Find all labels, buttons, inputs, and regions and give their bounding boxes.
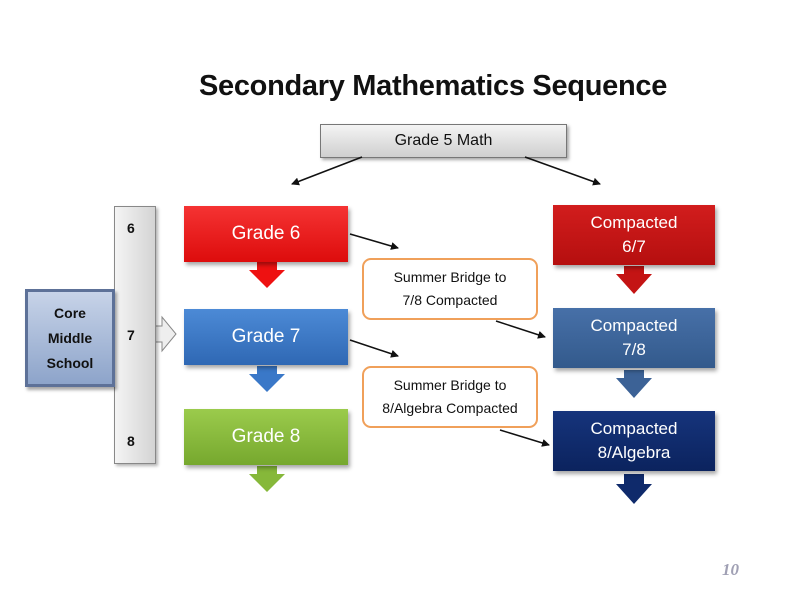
grade-8-label: Grade 8 (231, 426, 301, 447)
compacted-8-algebra-line-1: Compacted (590, 419, 678, 438)
compacted-6-7-line-1: Compacted (590, 213, 678, 232)
compacted-8-algebra-line-2: 8/Algebra (597, 443, 671, 462)
grade-scale: 6 7 8 (114, 206, 156, 464)
grade-5-math-box: Grade 5 Math (320, 124, 567, 158)
grade-7-node: Grade 7 (184, 309, 348, 365)
compacted-7-8-line-2: 7/8 (622, 340, 646, 359)
compacted-6-7-line-2: 6/7 (622, 237, 646, 256)
grade-6-down-arrow (249, 262, 285, 288)
arrow-bridge-2-to-compacted-8-algebra (499, 429, 550, 447)
summer-bridge-8-algebra: Summer Bridge to 8/Algebra Compacted (362, 366, 538, 428)
bridge-1-line-1: Summer Bridge to (393, 269, 507, 285)
compacted-6-7-down-arrow (616, 266, 652, 294)
arrow-to-compacted-6-7 (524, 156, 601, 186)
bridge-2-line-2: 8/Algebra Compacted (382, 400, 518, 416)
core-to-scale-arrow (153, 315, 177, 353)
grade-scale-7: 7 (127, 327, 135, 343)
page-title: Secondary Mathematics Sequence (198, 70, 668, 102)
compacted-8-algebra-node: Compacted 8/Algebra (553, 411, 715, 471)
compacted-8-algebra-down-arrow (616, 474, 652, 504)
grade-6-node: Grade 6 (184, 206, 348, 262)
arrow-to-grade-6 (291, 156, 363, 186)
arrow-grade-7-to-bridge-2 (349, 339, 399, 358)
compacted-7-8-down-arrow (616, 370, 652, 398)
bridge-2-line-1: Summer Bridge to (393, 377, 507, 393)
arrow-grade-6-to-bridge-1 (349, 233, 399, 250)
compacted-6-7-node: Compacted 6/7 (553, 205, 715, 265)
core-middle-school-box: Core Middle School (25, 289, 115, 387)
compacted-7-8-node: Compacted 7/8 (553, 308, 715, 368)
grade-scale-6: 6 (127, 220, 135, 236)
grade-8-down-arrow (249, 466, 285, 492)
arrow-bridge-1-to-compacted-7-8 (495, 320, 546, 339)
grade-7-down-arrow (249, 366, 285, 392)
compacted-7-8-line-1: Compacted (590, 316, 678, 335)
summer-bridge-7-8: Summer Bridge to 7/8 Compacted (362, 258, 538, 320)
core-line-1: Core (54, 304, 86, 321)
grade-5-math-label: Grade 5 Math (394, 132, 493, 149)
bridge-1-line-2: 7/8 Compacted (402, 292, 498, 308)
core-line-3: School (46, 354, 94, 371)
core-line-2: Middle (47, 329, 93, 346)
grade-8-node: Grade 8 (184, 409, 348, 465)
grade-scale-8: 8 (127, 433, 135, 449)
grade-6-label: Grade 6 (231, 223, 301, 244)
page-number: 10 (722, 560, 739, 579)
grade-7-label: Grade 7 (231, 326, 301, 347)
